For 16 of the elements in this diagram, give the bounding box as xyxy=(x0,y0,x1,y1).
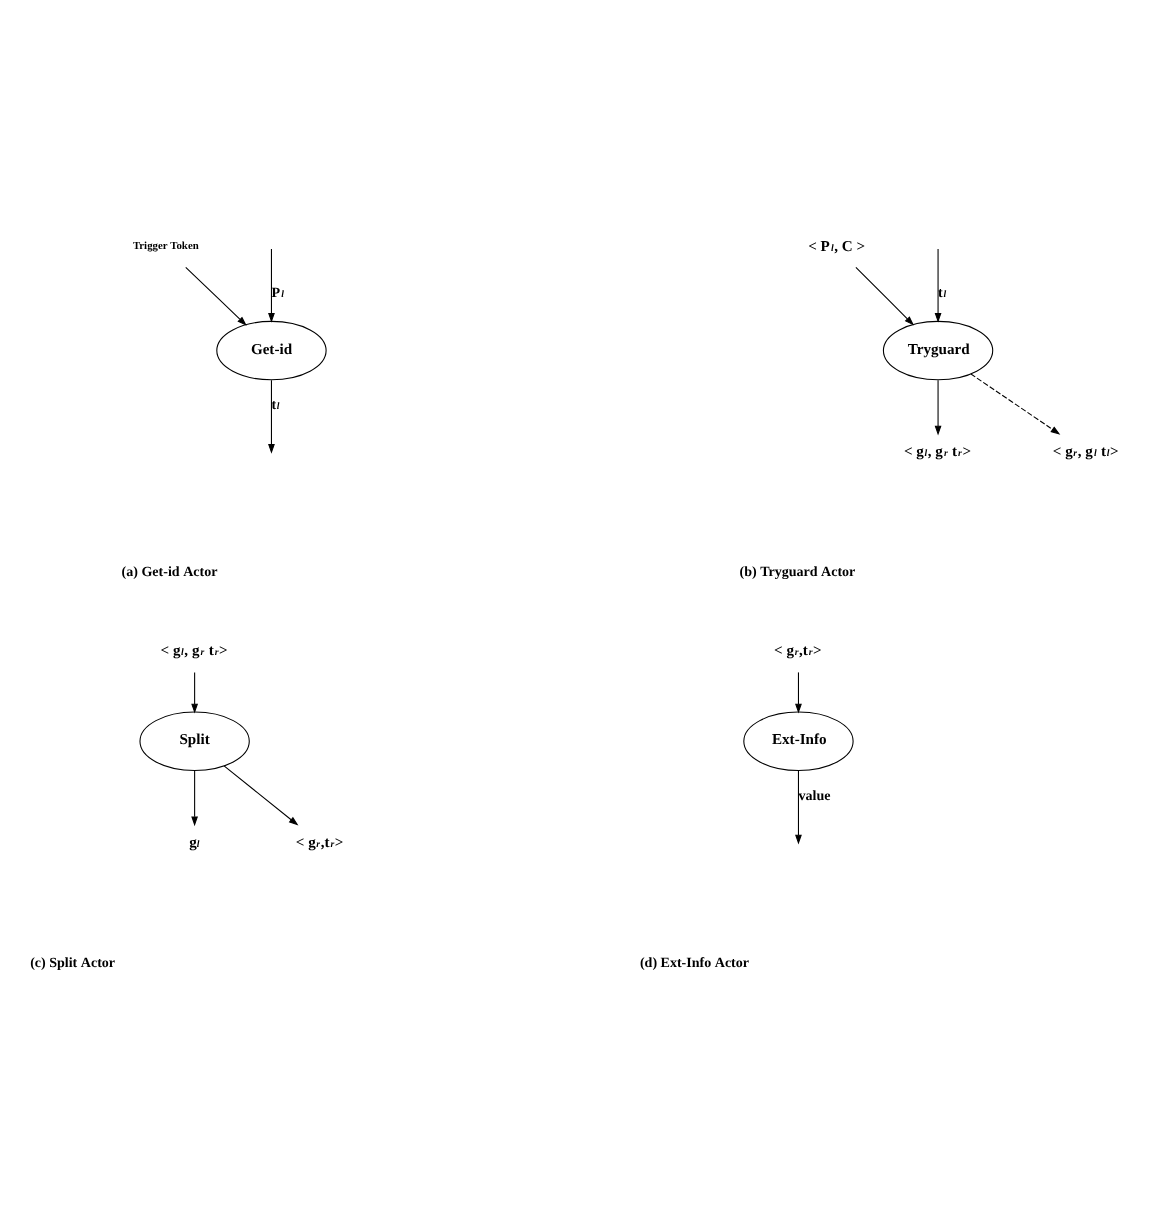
arrow xyxy=(191,670,199,713)
arrow xyxy=(934,247,942,322)
arrow xyxy=(185,265,247,325)
arrow xyxy=(795,769,802,844)
arrow xyxy=(970,372,1061,434)
node-ellipse: Tryguard xyxy=(882,319,994,380)
arrow xyxy=(268,378,275,453)
arrow xyxy=(934,378,942,435)
node-ellipse: Ext-Info xyxy=(743,710,854,771)
arrow xyxy=(795,670,802,713)
arrow xyxy=(268,247,275,322)
node-ellipse: Get-id xyxy=(216,319,327,380)
arrow xyxy=(223,764,299,825)
arrow xyxy=(191,769,199,826)
arrow xyxy=(855,265,915,325)
node-ellipse: Split xyxy=(139,710,250,771)
